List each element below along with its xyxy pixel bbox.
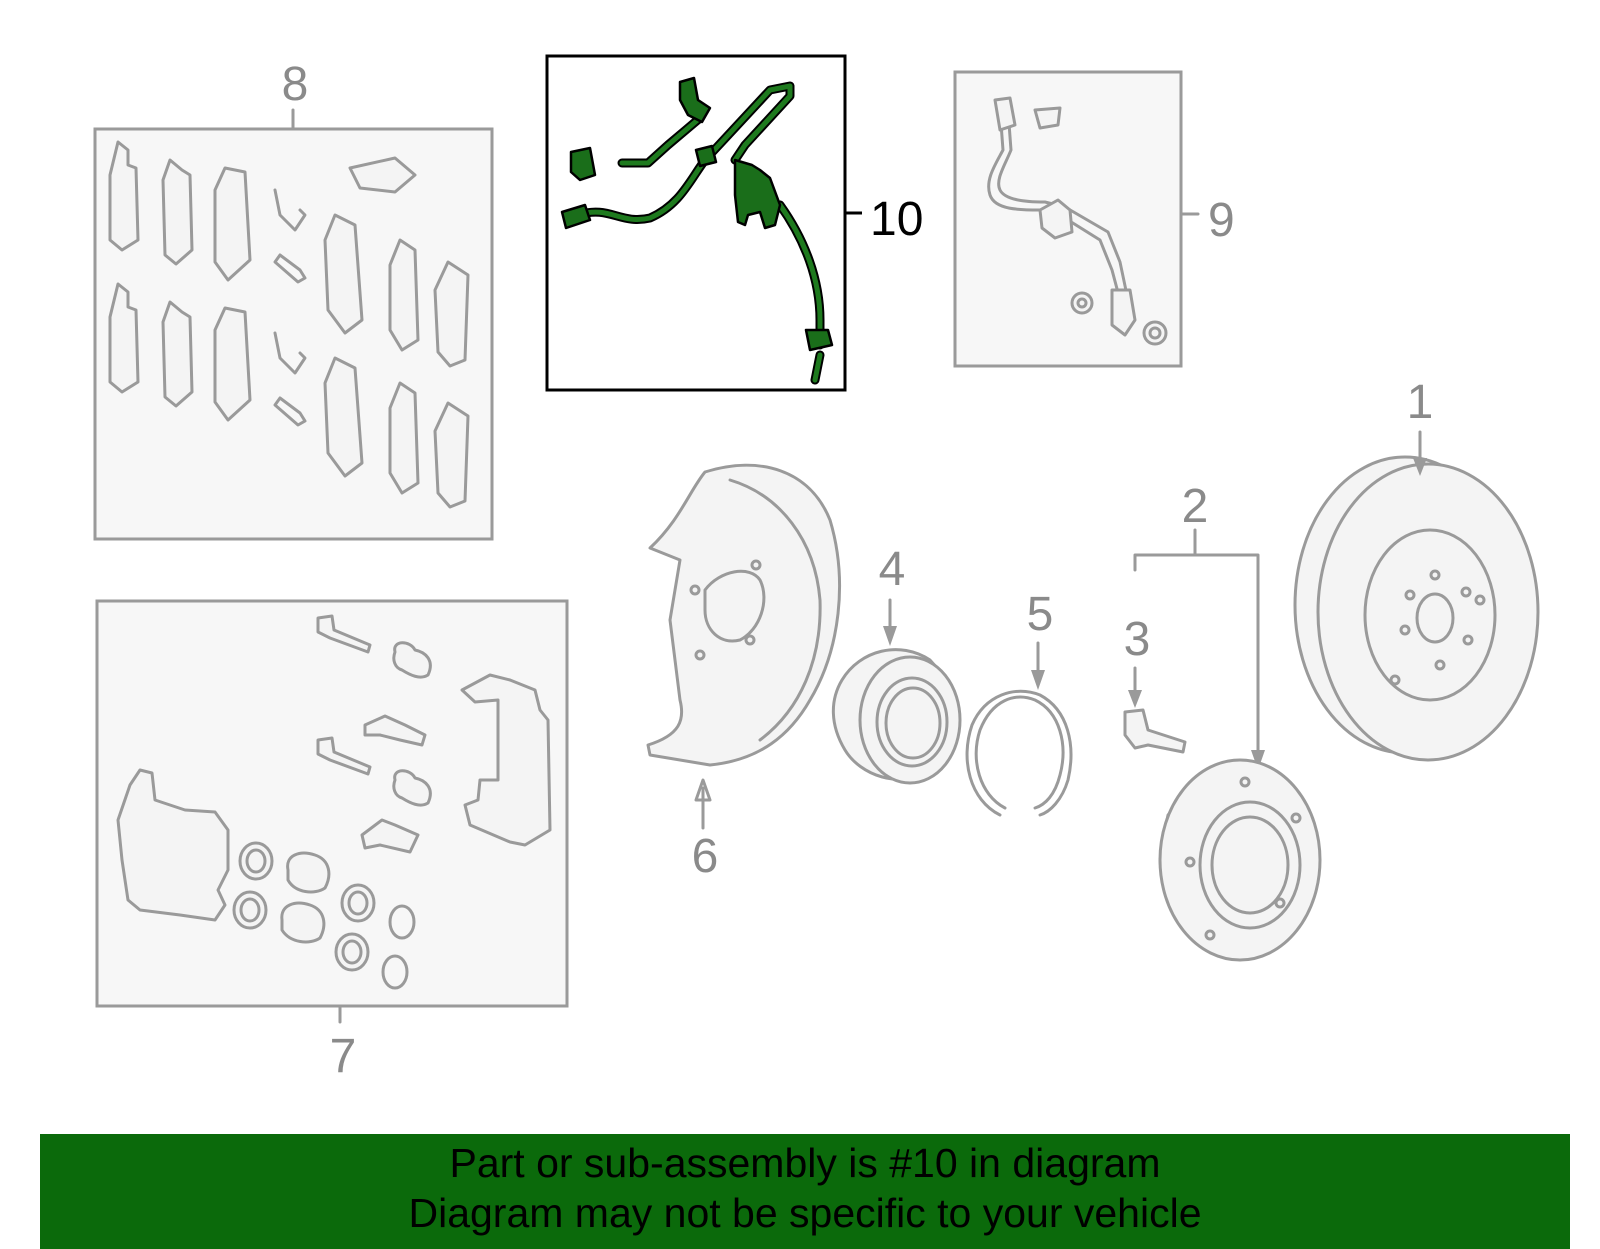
- part-3-wheel-stud[interactable]: [1123, 666, 1187, 754]
- part-4-wheel-bearing[interactable]: [831, 598, 962, 785]
- label-1: 1: [1407, 376, 1434, 429]
- label-4: 4: [879, 543, 906, 596]
- label-10: 10: [870, 193, 923, 246]
- part-2-hub-assembly[interactable]: [1133, 528, 1322, 962]
- part-7-caliper-assembly[interactable]: [95, 599, 569, 1024]
- part-1-brake-rotor[interactable]: [1293, 430, 1540, 762]
- label-6: 6: [692, 830, 719, 883]
- label-7: 7: [330, 1030, 357, 1083]
- banner-line-1: Part or sub-assembly is #10 in diagram: [449, 1140, 1161, 1186]
- part-8-brake-pad-kit[interactable]: [93, 108, 494, 541]
- banner-line-2: Diagram may not be specific to your vehi…: [408, 1190, 1202, 1236]
- label-9: 9: [1208, 194, 1235, 247]
- label-3: 3: [1124, 613, 1151, 666]
- label-2: 2: [1182, 480, 1209, 533]
- label-8: 8: [282, 58, 309, 111]
- info-banner: Part or sub-assembly is #10 in diagram D…: [40, 1134, 1570, 1249]
- part-5-snap-ring[interactable]: [965, 641, 1073, 817]
- label-5: 5: [1027, 588, 1054, 641]
- part-10-abs-sensor-harness[interactable]: [545, 54, 862, 392]
- part-9-brake-hose[interactable]: [953, 70, 1200, 368]
- part-6-dust-shield[interactable]: [646, 463, 842, 830]
